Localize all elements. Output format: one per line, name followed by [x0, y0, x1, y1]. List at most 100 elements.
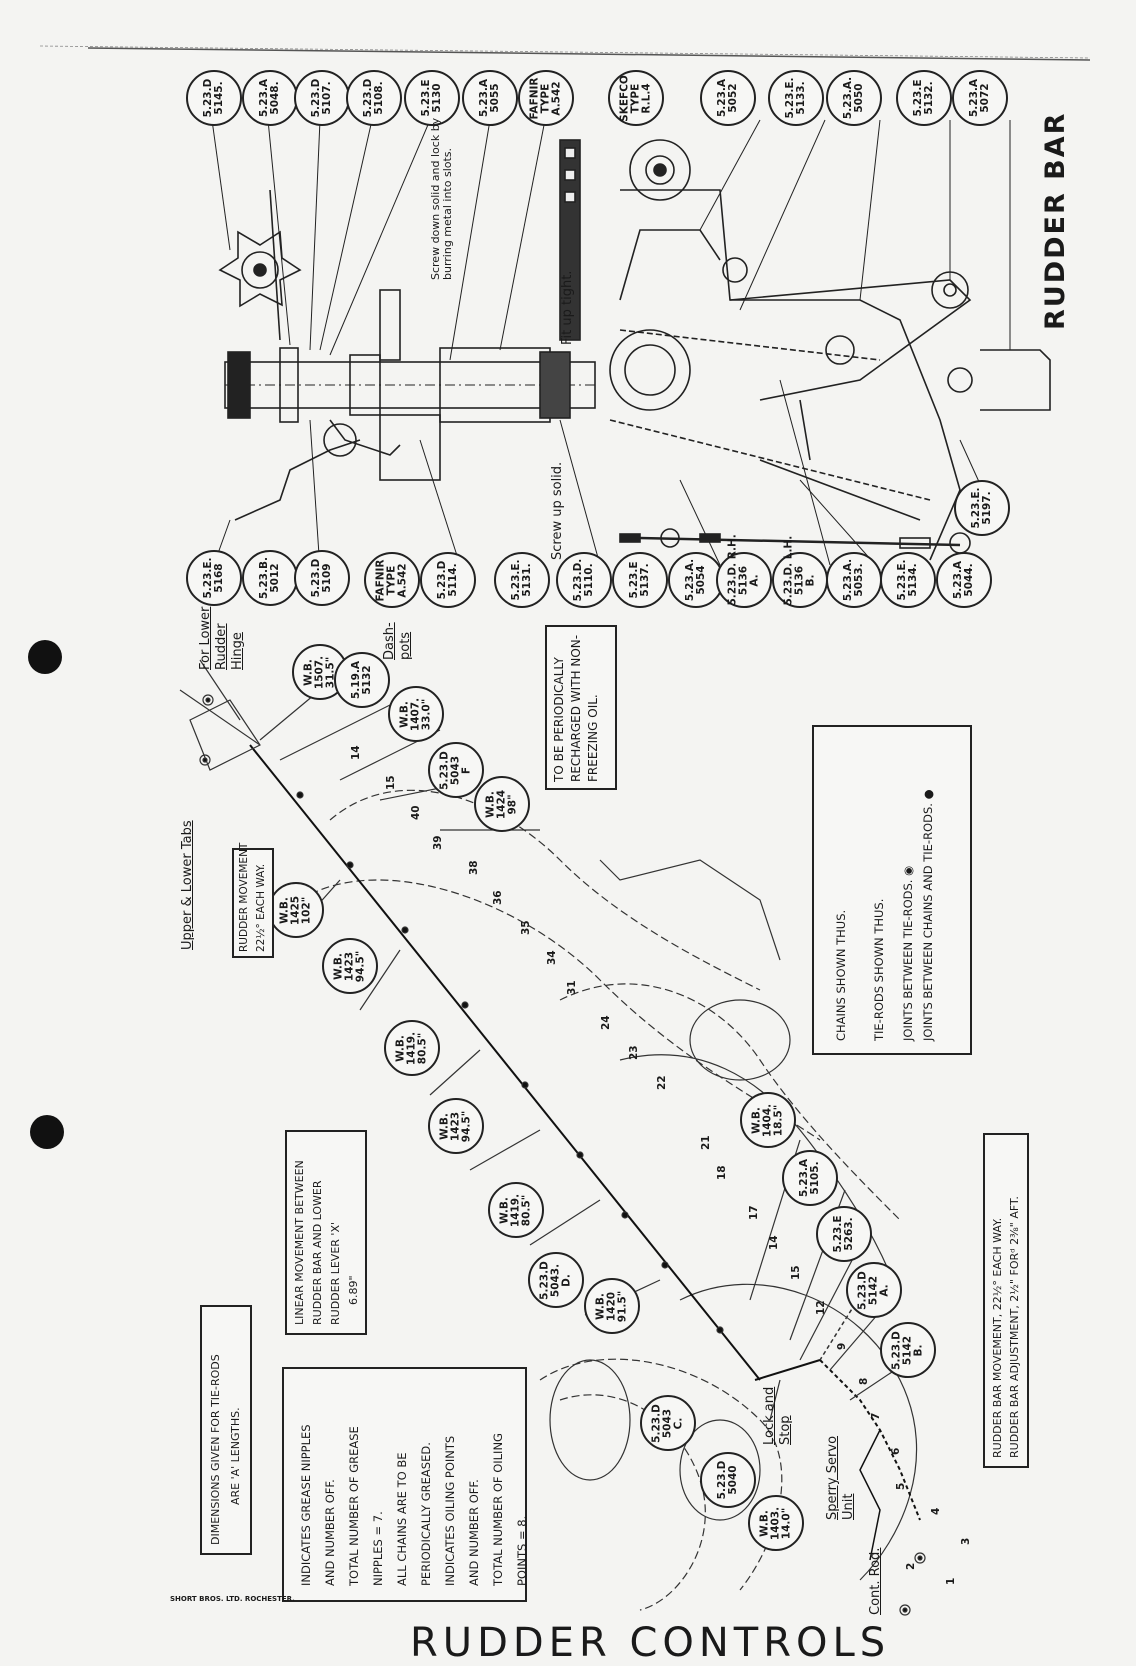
grease-line-9: Total Number of Oiling: [491, 1433, 505, 1586]
label-sperry: Sperry Servo Unit: [825, 1410, 857, 1520]
label-dash-pots: Dash-pots: [382, 605, 414, 660]
callout-ref: 5.23.A. 5050: [842, 76, 865, 120]
callout-bubble: 5.23.E. 5131.: [494, 552, 550, 608]
callout-bubble: 5.23.E 5263.: [816, 1206, 872, 1262]
station-number: 24: [600, 1015, 612, 1030]
grease-line-2: and Number Off.: [323, 1479, 337, 1586]
label-lower-rudder-hinge: For Lower Rudder Hinge: [198, 590, 246, 670]
callout-bubble: 5.23.E 5130: [404, 70, 460, 126]
station-number: 34: [546, 950, 558, 965]
grease-line-7: Indicates Oiling Points: [443, 1435, 457, 1586]
callout-ref: W.B. 1407. 33.0": [398, 697, 433, 731]
callout-ref: 5.23.B. 5012: [258, 557, 281, 599]
callout-bubble: 5.23.A. 5050: [826, 70, 882, 126]
legend-tierods: TIE-RODS SHOWN THUS.: [872, 898, 886, 1041]
callout-ref: W.B. 1403. 14.0": [758, 1506, 793, 1540]
station-number: 14: [350, 745, 362, 760]
callout-bubble: 5.23.E 5137.: [612, 552, 668, 608]
punch-hole-top: [28, 640, 62, 674]
callout-ref: 5.23.A 5048.: [258, 78, 281, 118]
callout-bubble: 5.23.A 5052: [700, 70, 756, 126]
callout-ref: 5.23.A 5055: [478, 78, 501, 118]
station-number: 40: [410, 805, 422, 820]
note-screw-up: Screw up solid.: [550, 461, 565, 560]
grease-box: Indicates Grease Nipples and Number Off.…: [282, 1367, 529, 1602]
legend-joints-chains: JOINTS BETWEEN CHAINS AND TIE-RODS. ●: [921, 789, 935, 1041]
callout-ref: 5.23.E 5132.: [912, 79, 935, 117]
callout-ref: 5.23.D. R.H. 5136 A.: [726, 533, 761, 605]
dimensions-line-2: ARE 'A' LENGTHS.: [229, 1407, 242, 1505]
callout-ref: FAFNIR TYPE A.542: [374, 558, 409, 602]
legend-chains: CHAINS SHOWN THUS.: [834, 909, 848, 1041]
bar-movement-box: RUDDER BAR MOVEMENT, 22½° EACH WAY. RUDD…: [983, 1133, 1029, 1468]
callout-ref: FAFNIR TYPE A.542: [528, 76, 563, 120]
station-number: 15: [385, 775, 397, 790]
callout-ref: 5.23.A. 5054: [684, 558, 707, 602]
callout-ref: W.B. 1423 94.5": [438, 1110, 473, 1142]
callout-ref: 5.23.E. 5197.: [970, 487, 993, 529]
callout-ref: 5.23.A. 5053.: [842, 558, 865, 602]
callout-ref: 5.19.A 5132: [350, 660, 373, 700]
callout-ref: 5.23.E. 5133.: [784, 77, 807, 119]
rudder-movement-line-1: RUDDER MOVEMENT: [238, 842, 250, 952]
callout-bubble: W.B. 1403. 14.0": [748, 1495, 804, 1551]
periodic-note-box: To be periodically recharged with Non-Fr…: [545, 625, 617, 790]
station-number: 17: [748, 1205, 760, 1220]
callout-bubble: 5.23.D 5040: [700, 1452, 756, 1508]
station-number: 4: [930, 1507, 942, 1515]
control-run-drawing: [179, 659, 926, 1616]
callout-ref: 5.23.D 5043. D.: [538, 1260, 573, 1300]
callout-bubble: 5.23.D 5145.: [186, 70, 242, 126]
station-number: 8: [858, 1377, 870, 1385]
callout-bubble: SKEFCO TYPE R.L.4: [608, 70, 664, 126]
callout-ref: W.B. 1419. 80.5": [394, 1031, 429, 1065]
callout-bubble: W.B. 1423 94.5": [428, 1098, 484, 1154]
grease-line-5: All Chains are to be: [395, 1452, 409, 1587]
callout-ref: 5.23.D 5145.: [202, 78, 225, 118]
callout-bubble: 5.23.A 5055: [462, 70, 518, 126]
label-dash-pots-text: Dash-pots: [382, 622, 413, 660]
callout-bubble: 5.23.D. L.H. 5136 B.: [772, 535, 828, 608]
callout-ref: 5.23.D 5114.: [436, 560, 459, 600]
rudder-bar-drawing: [211, 119, 1051, 571]
rudder-bar-title: RUDDER BAR: [1040, 111, 1071, 330]
callout-bubble: 5.23.E. 5197.: [954, 480, 1010, 536]
callout-ref: 5.23.E 5263.: [832, 1215, 855, 1253]
linear-movement-box: LINEAR MOVEMENT BETWEEN RUDDER BAR AND L…: [285, 1130, 367, 1335]
station-number: 36: [492, 890, 504, 905]
callout-ref: 5.23.A 5105.: [798, 1158, 821, 1198]
callout-bubble: 5.23.D. 5110.: [556, 552, 612, 608]
callout-bubble: W.B. 1407. 33.0": [388, 686, 444, 742]
station-number: 6: [890, 1447, 902, 1455]
callout-bubble: 5.23.D 5142 B.: [880, 1322, 936, 1378]
station-number: 3: [960, 1537, 972, 1545]
callout-bubble: 5.23.E. 5168: [186, 550, 242, 606]
note-screw-down-text: Screw down solid and lock by burring met…: [429, 117, 454, 280]
callout-bubble: 5.23.D 5108.: [346, 70, 402, 126]
linear-line-4: 6.89": [347, 1275, 360, 1305]
callout-bubble: 5.23.A 5072: [952, 70, 1008, 126]
callout-ref: 5.23.D 5107.: [310, 78, 333, 118]
station-number: 14: [768, 1235, 780, 1250]
callout-ref: 5.23.D 5142 A.: [856, 1270, 891, 1310]
station-number: 35: [520, 920, 532, 935]
linear-line-1: LINEAR MOVEMENT BETWEEN: [293, 1160, 306, 1325]
station-number: 18: [716, 1165, 728, 1180]
grease-line-10: Points = 8.: [515, 1515, 529, 1586]
grease-line-8: and Number Off.: [467, 1479, 481, 1586]
station-number: 2: [905, 1562, 917, 1570]
label-lock-stop-text: Lock and Stop: [762, 1386, 793, 1445]
callout-bubble: 5.23.D 5043 C.: [640, 1395, 696, 1451]
station-number: 38: [468, 860, 480, 875]
maker-label: SHORT BROS. LTD. ROCHESTER.: [170, 1595, 295, 1603]
grease-line-4: Nipples = 7.: [371, 1511, 385, 1586]
station-number: 7: [870, 1412, 882, 1420]
label-cont-rod: Cont. Rod.: [868, 1547, 883, 1615]
callout-bubble: 5.23.D 5109: [294, 550, 350, 606]
grease-line-3: Total Number of Grease: [347, 1426, 361, 1586]
station-number: 15: [790, 1265, 802, 1280]
station-number: 39: [432, 835, 444, 850]
dimensions-box: DIMENSIONS GIVEN FOR TIE-RODS ARE 'A' LE…: [200, 1305, 252, 1555]
